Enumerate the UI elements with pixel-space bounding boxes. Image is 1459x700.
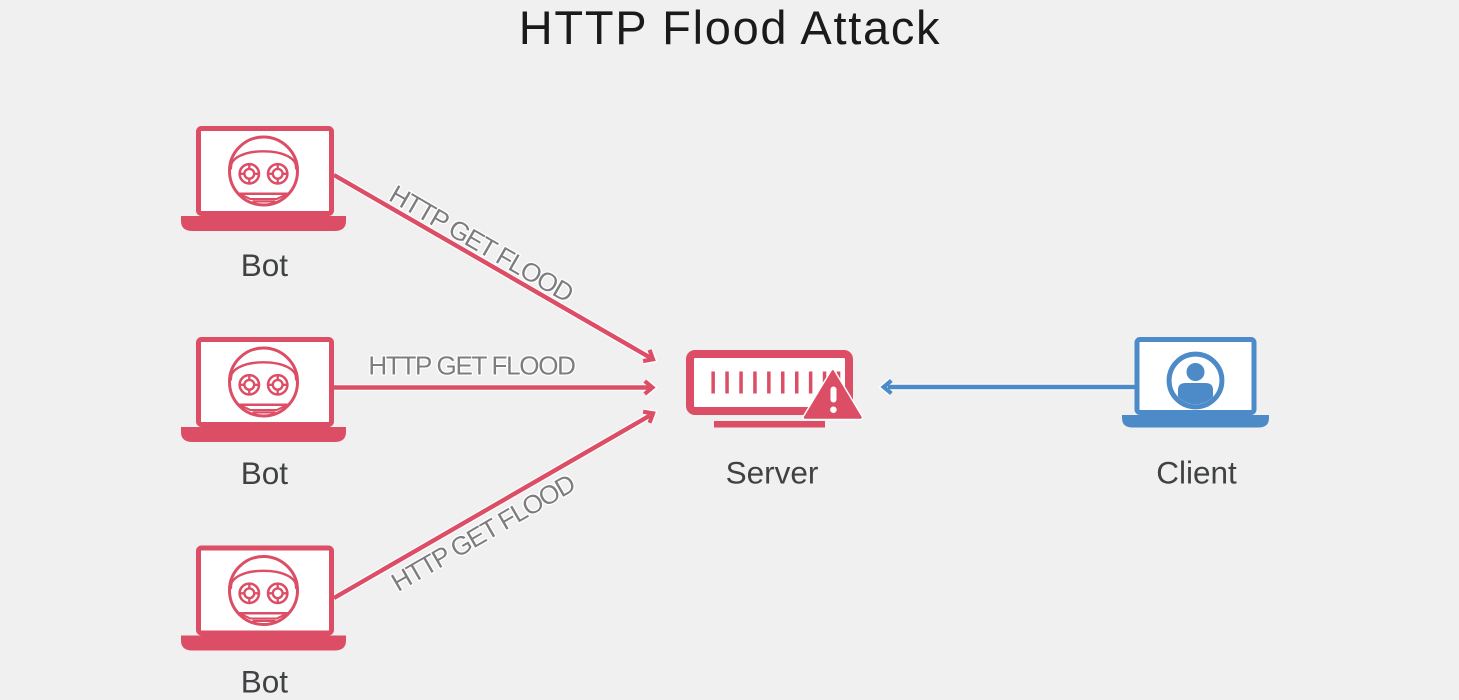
svg-text:Bot: Bot	[241, 664, 289, 700]
svg-text:Server: Server	[726, 455, 819, 491]
svg-text:HTTP Flood Attack: HTTP Flood Attack	[519, 1, 941, 54]
svg-text:Bot: Bot	[241, 455, 289, 491]
svg-text:Bot: Bot	[241, 247, 289, 283]
svg-text:HTTP GET FLOOD: HTTP GET FLOOD	[368, 351, 575, 381]
svg-text:Client: Client	[1156, 455, 1237, 491]
